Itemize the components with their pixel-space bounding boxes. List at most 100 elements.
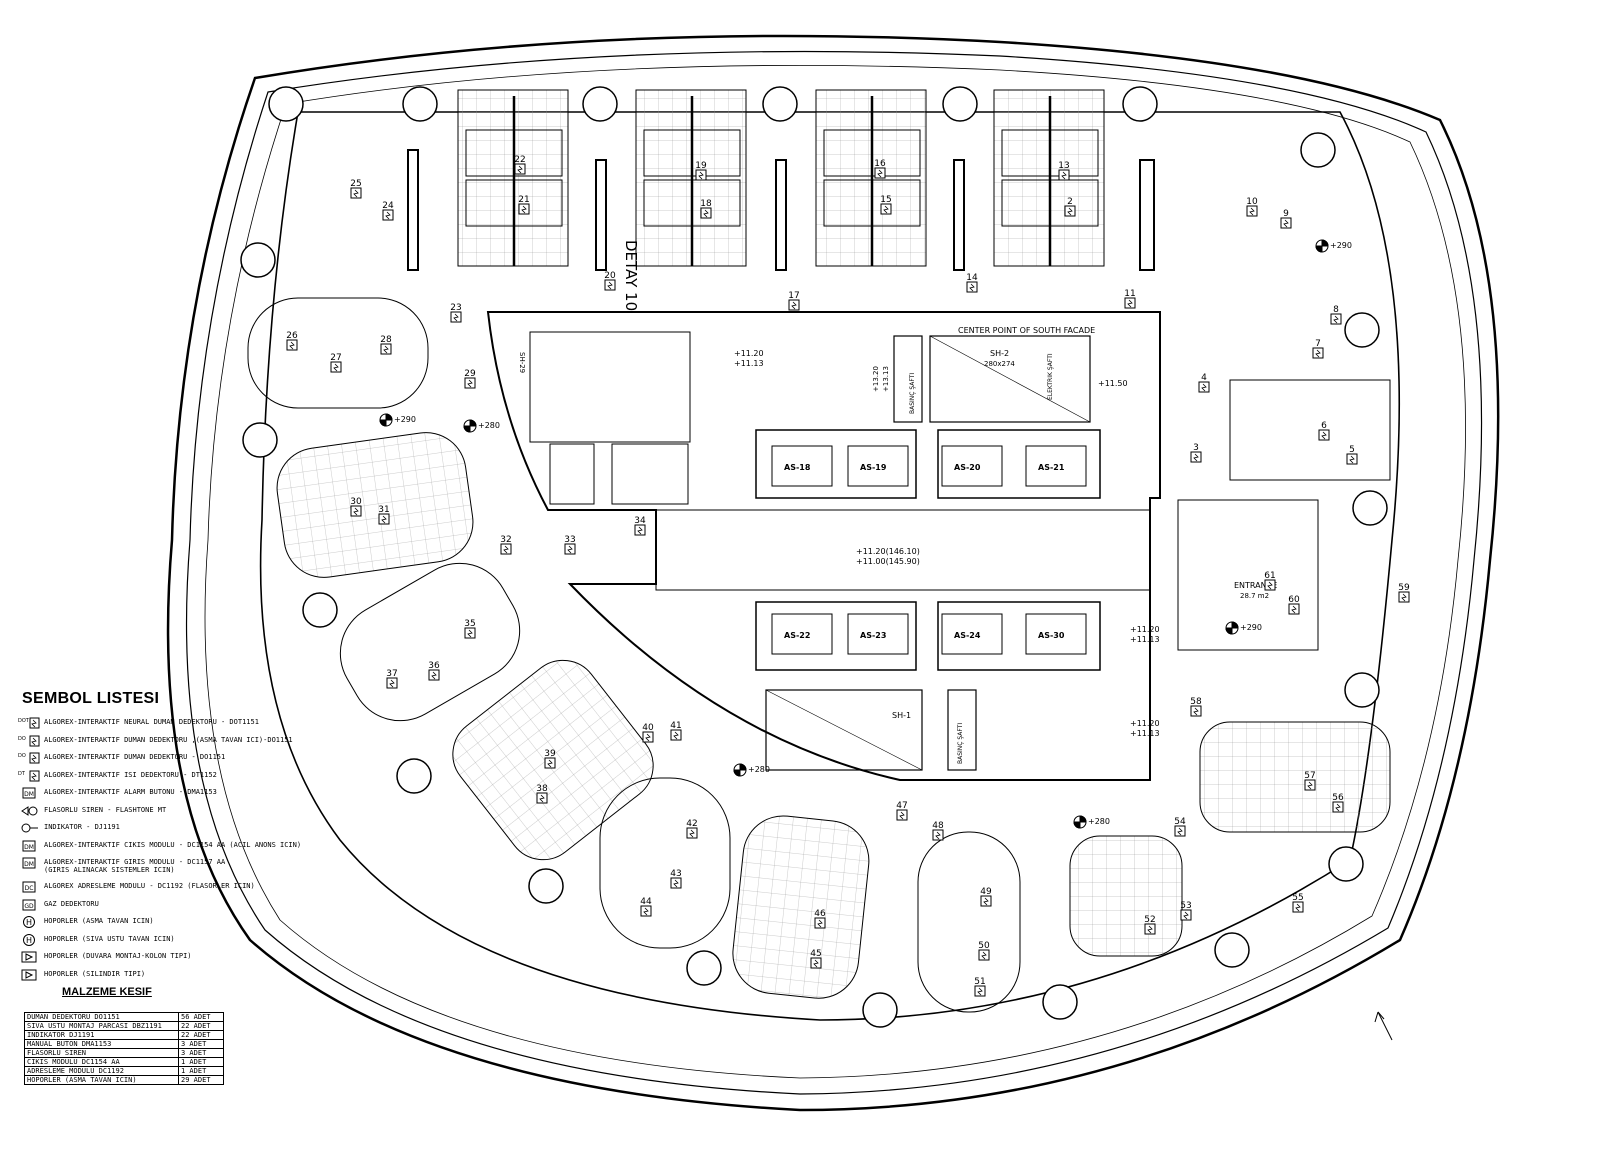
detector-number: 25 [350,179,361,189]
materials-qty: 22 ADET [178,1021,224,1031]
detector-number: 13 [1058,161,1069,171]
center-label: CENTER POINT OF SOUTH FACADE [958,326,1095,335]
detector-60: 60 [1288,595,1300,615]
detector-number: 40 [642,723,654,733]
legend-text: ALGOREX-INTERAKTIF DUMAN DEDEKTORU - DO1… [44,753,226,761]
legend-symbol-icon: DOT [8,716,44,730]
detector-number: 27 [330,353,341,363]
detector-number: 50 [978,941,990,951]
detector-5: 5 [1346,445,1358,465]
elev-290-a: +290 [394,415,416,424]
svg-text:DOT: DOT [18,718,30,724]
detector-37: 37 [386,669,398,689]
detector-number: 42 [686,819,697,829]
detector-number: 43 [670,869,681,879]
detector-57: 57 [1304,771,1316,791]
legend-symbol-icon [8,804,44,818]
detector-number: 3 [1193,443,1199,453]
elevation-markers [379,239,1329,829]
detector-number: 30 [350,497,362,507]
legend-symbol-icon: H [8,933,44,947]
detector-35: 35 [464,619,476,639]
materials-item: ADRESLEME MODULU DC1192 [24,1066,179,1076]
elev-2: +11.13 [734,359,764,368]
materials-qty: 22 ADET [178,1030,224,1040]
detector-number: 9 [1283,209,1289,219]
detector-48: 48 [932,821,944,841]
detector-number: 39 [544,749,556,759]
detector-49: 49 [980,887,992,907]
shaft-sh1: SH-1 [892,711,911,720]
elev-4: +11.00(145.90) [856,557,920,566]
detector-50: 50 [978,941,990,961]
detector-number: 15 [880,195,891,205]
legend-text: ALGOREX-INTERAKTIF ISI DEDEKTORU - DT115… [44,770,217,779]
detector-number: 51 [974,977,985,987]
detector-number: 38 [536,784,548,794]
svg-text:GD: GD [24,903,34,910]
detector-4: 4 [1198,373,1210,393]
elev-11: +13.13 [882,366,890,392]
detector-33: 33 [564,535,576,555]
detector-31: 31 [378,505,390,525]
materials-item: DUMAN DEDEKTORU DO1151 [24,1012,179,1022]
materials-title: MALZEME KESIF [62,986,152,998]
detector-32: 32 [500,535,512,555]
detector-9: 9 [1280,209,1292,229]
detector-number: 58 [1190,697,1202,707]
elev-3: +11.20(146.10) [856,547,920,556]
lift-label-24: AS-24 [954,631,981,640]
legend-text: ALGOREX-INTERAKTIF CIKIS MODULU - DC1154… [44,840,302,849]
detector-number: 8 [1333,305,1339,315]
detector-53: 53 [1180,901,1192,921]
legend-text: HOPORLER (SILINDIR TIPI) [44,969,146,978]
svg-text:H: H [26,936,32,945]
detector-number: 7 [1315,339,1321,349]
detector-19: 19 [695,161,707,181]
elev-10: +13.20 [872,366,880,392]
detector-26: 26 [286,331,298,351]
lift-label-30: AS-30 [1038,631,1065,640]
legend-row: HOPORLER (DUVARA MONTAJ-KOLON TIPI) [8,950,338,968]
materials-item: MANUAL BUTON DMA1153 [24,1039,179,1049]
legend-text: HOPORLER (DUVARA MONTAJ-KOLON TIPI) [44,952,192,960]
building-core [486,311,1161,781]
detector-number: 19 [695,161,707,171]
detector-52: 52 [1144,915,1156,935]
detector-14: 14 [966,273,978,293]
elev-290-b: +290 [1330,241,1352,250]
detector-number: 20 [604,271,616,281]
detector-number: 53 [1180,901,1191,911]
detector-29: 29 [464,369,476,389]
detector-27: 27 [330,353,342,373]
shaft-sh2-size: 280x274 [984,360,1015,368]
detector-39: 39 [544,749,556,769]
materials-item: SIVA USTU MONTAJ PARCASI DBZ1191 [24,1021,179,1031]
elev-8: +11.20 [1130,719,1160,728]
detector-36: 36 [428,661,440,681]
detector-number: 44 [640,897,652,907]
materials-qty: 56 ADET [178,1012,224,1022]
legend-symbol-icon: GD [8,898,44,912]
workstation-clusters [247,89,1391,1013]
lift-label-18: AS-18 [784,463,811,472]
detector-number: 14 [966,273,978,283]
detector-number: 34 [634,516,646,526]
detector-51: 51 [974,977,986,997]
legend-text: ALGOREX-INTERAKTIF ALARM BUTONU - DMA115… [44,788,217,796]
detector-8: 8 [1330,305,1342,325]
detector-59: 59 [1398,583,1410,603]
detector-number: 37 [386,669,397,679]
detector-number: 28 [380,335,392,345]
detector-number: 6 [1321,421,1327,431]
detector-34: 34 [634,516,646,536]
legend-symbol-icon: DM [8,839,44,853]
detector-number: 10 [1246,197,1258,207]
